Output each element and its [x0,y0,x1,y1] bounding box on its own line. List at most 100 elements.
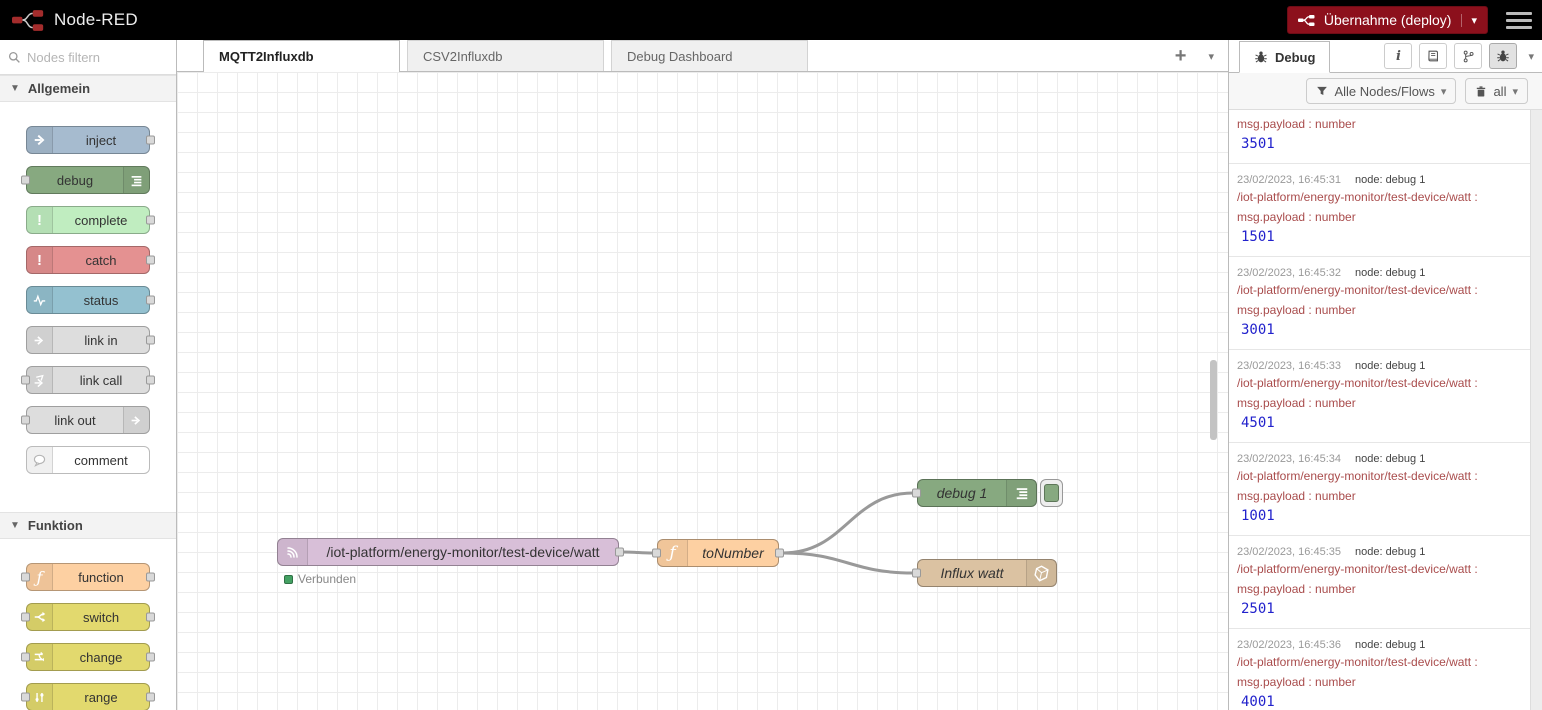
mqtt-output-port[interactable] [615,547,624,557]
palette-node-label: inject [85,132,117,148]
node-output-port[interactable] [146,572,155,582]
node-input-port[interactable] [21,572,30,582]
palette-node-link-call[interactable]: link call [21,366,155,394]
debug-node-label: debug 1 [936,485,988,501]
palette-node-switch[interactable]: switch [21,603,155,631]
node-output-port[interactable] [146,375,155,385]
flow-tab-mqtt2influxdb[interactable]: MQTT2Influxdb [203,40,400,72]
clear-caret-icon: ▾ [1512,85,1518,98]
debug-message-property: msg.payload : number [1237,117,1356,131]
palette-node-debug[interactable]: debug [21,166,150,194]
node-output-port[interactable] [146,255,155,265]
info-tab-button[interactable]: i [1384,43,1413,69]
debug-sidebar: Debug i [1228,40,1542,710]
node-output-port[interactable] [146,135,155,145]
debug-filter-button[interactable]: Alle Nodes/Flows ▾ [1306,78,1457,104]
flow-tab-csv2influxdb[interactable]: CSV2Influxdb [407,40,604,71]
deploy-icon [1297,14,1315,26]
palette-node-change[interactable]: change [21,643,155,671]
debug-message-value: 4501 [1241,415,1275,431]
flow-node-mqtt[interactable]: /iot-platform/energy-monitor/test-device… [277,538,624,566]
palette-node-link-out[interactable]: link out [21,406,150,434]
wire-function-to-debug[interactable] [781,491,915,555]
flow-list-caret-icon[interactable]: ▾ [1208,50,1214,63]
debug-scrollbar[interactable] [1530,110,1542,710]
node-input-port[interactable] [21,692,30,702]
function-output-port[interactable] [775,548,784,558]
palette-node-label: link in [84,332,118,348]
palette-node-range[interactable]: range [21,683,155,710]
debug-message-topic: /iot-platform/energy-monitor/test-device… [1237,562,1478,576]
info-icon: i [1395,48,1401,64]
palette-node-status[interactable]: status [26,286,155,314]
node-output-port[interactable] [146,612,155,622]
sidebar-menu-caret-icon[interactable]: ▾ [1528,50,1534,63]
node-red-logo-icon [12,9,44,31]
help-tab-button[interactable] [1419,43,1448,69]
deploy-options-caret-icon[interactable]: ▾ [1461,13,1477,27]
node-input-port[interactable] [21,175,30,185]
palette-node-label: function [78,569,124,585]
palette-category-allgemein[interactable]: ▼Allgemein [0,75,176,102]
palette-node-label: change [79,649,123,665]
flow-tab-debug-dashboard[interactable]: Debug Dashboard [611,40,808,71]
node-output-port[interactable] [146,215,155,225]
wire-mqtt-to-function[interactable] [621,550,655,555]
debug-tab-button[interactable] [1489,43,1518,69]
debug-message-timestamp: 23/02/2023, 16:45:35 [1237,546,1341,558]
node-input-port[interactable] [21,415,30,425]
bug-icon [1255,51,1267,63]
palette-search[interactable] [0,40,176,75]
debug-icon [1006,480,1036,506]
main-menu-button[interactable] [1506,8,1532,33]
app-title: Node-RED [54,10,138,29]
debug-message-timestamp: 23/02/2023, 16:45:36 [1237,639,1341,651]
comment-icon [27,447,53,473]
influx-input-port[interactable] [912,568,921,578]
flow-node-debug[interactable]: debug 1 [912,479,1063,507]
palette-node-inject[interactable]: inject [26,126,155,154]
debug-message-property: msg.payload : number [1237,303,1356,317]
node-input-port[interactable] [21,375,30,385]
palette-node-catch[interactable]: !catch [26,246,155,274]
deploy-button[interactable]: Übernahme (deploy) ▾ [1286,6,1488,34]
palette-search-input[interactable] [27,49,157,65]
history-tab-button[interactable] [1454,43,1483,69]
debug-message-source: node: debug 1 [1354,360,1426,372]
debug-enable-toggle[interactable] [1040,479,1063,507]
node-output-port[interactable] [146,652,155,662]
wire-layer [621,491,915,575]
node-input-port[interactable] [21,612,30,622]
wire-function-to-influx[interactable] [781,551,915,575]
link-out-icon [123,407,149,433]
palette-category-funktion[interactable]: ▼ Funktion [0,512,176,539]
palette-node-link-in[interactable]: link in [26,326,155,354]
tab-debug[interactable]: Debug [1239,41,1331,73]
debug-message-topic: /iot-platform/energy-monitor/test-device… [1237,469,1478,483]
palette-node-label: debug [56,172,94,188]
chevron-down-icon: ▼ [10,520,20,531]
canvas-scrollbar-thumb[interactable] [1210,360,1217,440]
debug-input-port[interactable] [912,488,921,498]
node-output-port[interactable] [146,692,155,702]
palette-node-comment[interactable]: comment [26,446,150,474]
palette-category-label: Funktion [27,518,83,533]
change-icon [27,644,53,670]
git-branch-icon [1463,50,1474,62]
flow-canvas[interactable]: /iot-platform/energy-monitor/test-device… [177,72,1228,710]
flow-node-influx[interactable]: Influx watt [912,559,1057,587]
function-input-port[interactable] [652,548,661,558]
inject-icon [27,127,53,153]
node-output-port[interactable] [146,335,155,345]
flow-node-function[interactable]: ƒ toNumber [652,539,784,567]
mqtt-status-text: Verbunden [298,572,357,586]
node-input-port[interactable] [21,652,30,662]
add-flow-button[interactable]: + [1174,44,1187,67]
node-output-port[interactable] [146,295,155,305]
debug-clear-button[interactable]: all ▾ [1465,78,1528,104]
palette-node-complete[interactable]: !complete [26,206,155,234]
